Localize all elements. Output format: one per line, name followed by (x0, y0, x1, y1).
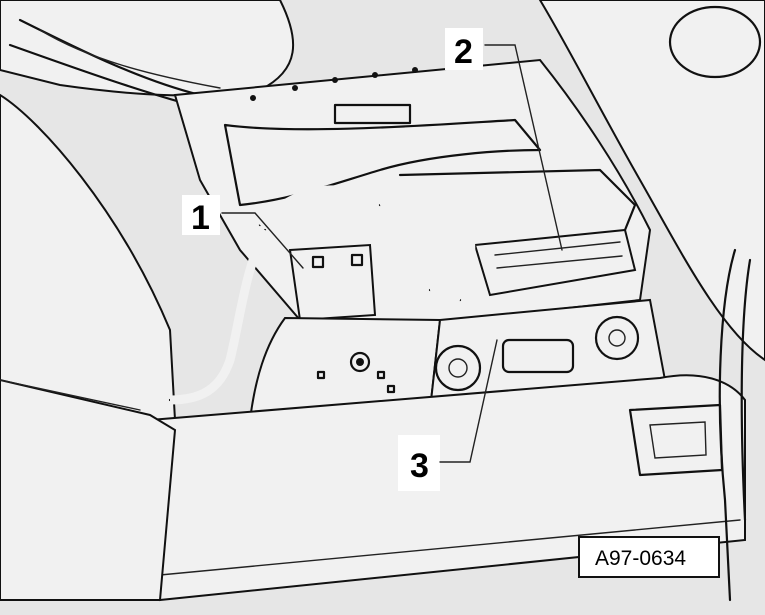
callout-1: 1 (182, 195, 304, 269)
amplifier-top (398, 168, 637, 232)
callout-2-label: 2 (454, 33, 473, 71)
right-cable (718, 248, 737, 602)
panel-slot (501, 338, 575, 374)
callout-2: 2 (445, 28, 563, 251)
connector-bracket (288, 243, 377, 322)
callout-1-label: 1 (191, 199, 210, 237)
headliner-area (0, 0, 294, 97)
reference-box: A97-0634 (578, 536, 720, 578)
left-foreground-block (0, 378, 177, 601)
reference-code: A97-0634 (595, 547, 686, 570)
wiring-harness (168, 185, 476, 405)
panel-grommet-right (594, 315, 640, 361)
pillar-cap (668, 5, 762, 79)
upper-bracket (333, 103, 412, 125)
panel-grommet-left (434, 344, 482, 392)
plate-stud (349, 351, 371, 373)
rear-pillar (538, 0, 765, 362)
callout-3: 3 (398, 339, 498, 491)
panel-holes (250, 67, 418, 101)
callout-3-label: 3 (410, 447, 429, 485)
